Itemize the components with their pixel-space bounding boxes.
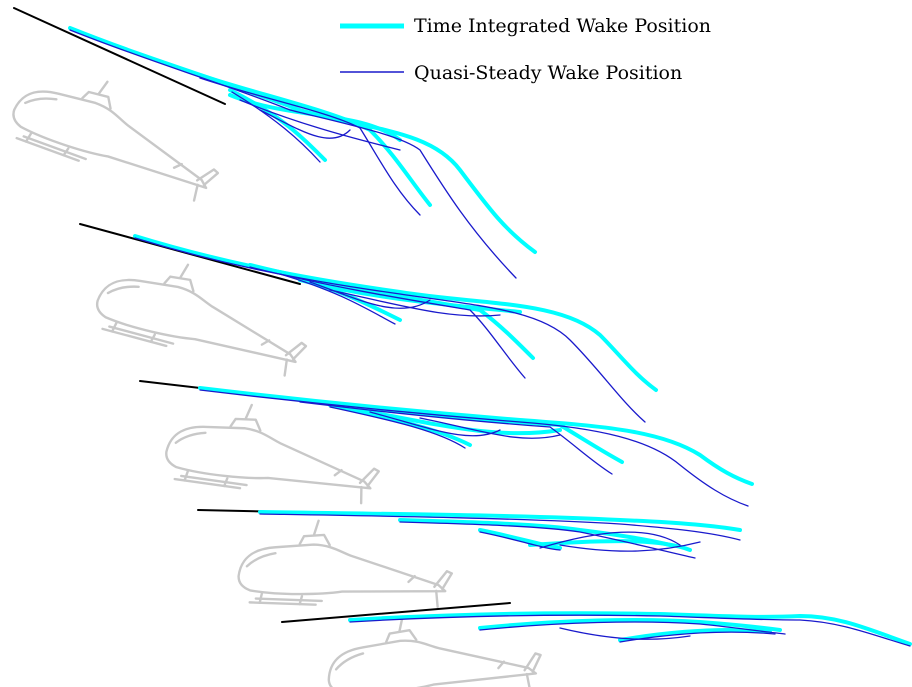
wake-quasi-steady-4 [259, 513, 741, 559]
legend-label-time-integrated: Time Integrated Wake Position [414, 15, 711, 37]
legend: Time Integrated Wake Position Quasi-Stea… [340, 15, 711, 84]
wake-quasi-steady-1 [69, 29, 517, 279]
scene-5 [281, 602, 912, 687]
wake-time-integrated-1 [68, 26, 537, 254]
scene-2 [79, 223, 658, 423]
scene-4 [197, 509, 742, 611]
scene-3 [139, 380, 754, 509]
wake-quasi-steady-3 [199, 389, 749, 507]
rotor-disk-1 [13, 7, 226, 105]
rotor-disk-5 [281, 602, 511, 623]
scene-1 [4, 7, 537, 279]
helicopter-2 [89, 243, 320, 383]
helicopter-4 [236, 516, 455, 611]
wake-quasi-steady-5 [349, 614, 911, 647]
wake-time-integrated-4 [258, 510, 742, 552]
wake-quasi-steady-2 [134, 237, 646, 423]
legend-label-quasi-steady: Quasi-Steady Wake Position [414, 62, 682, 84]
